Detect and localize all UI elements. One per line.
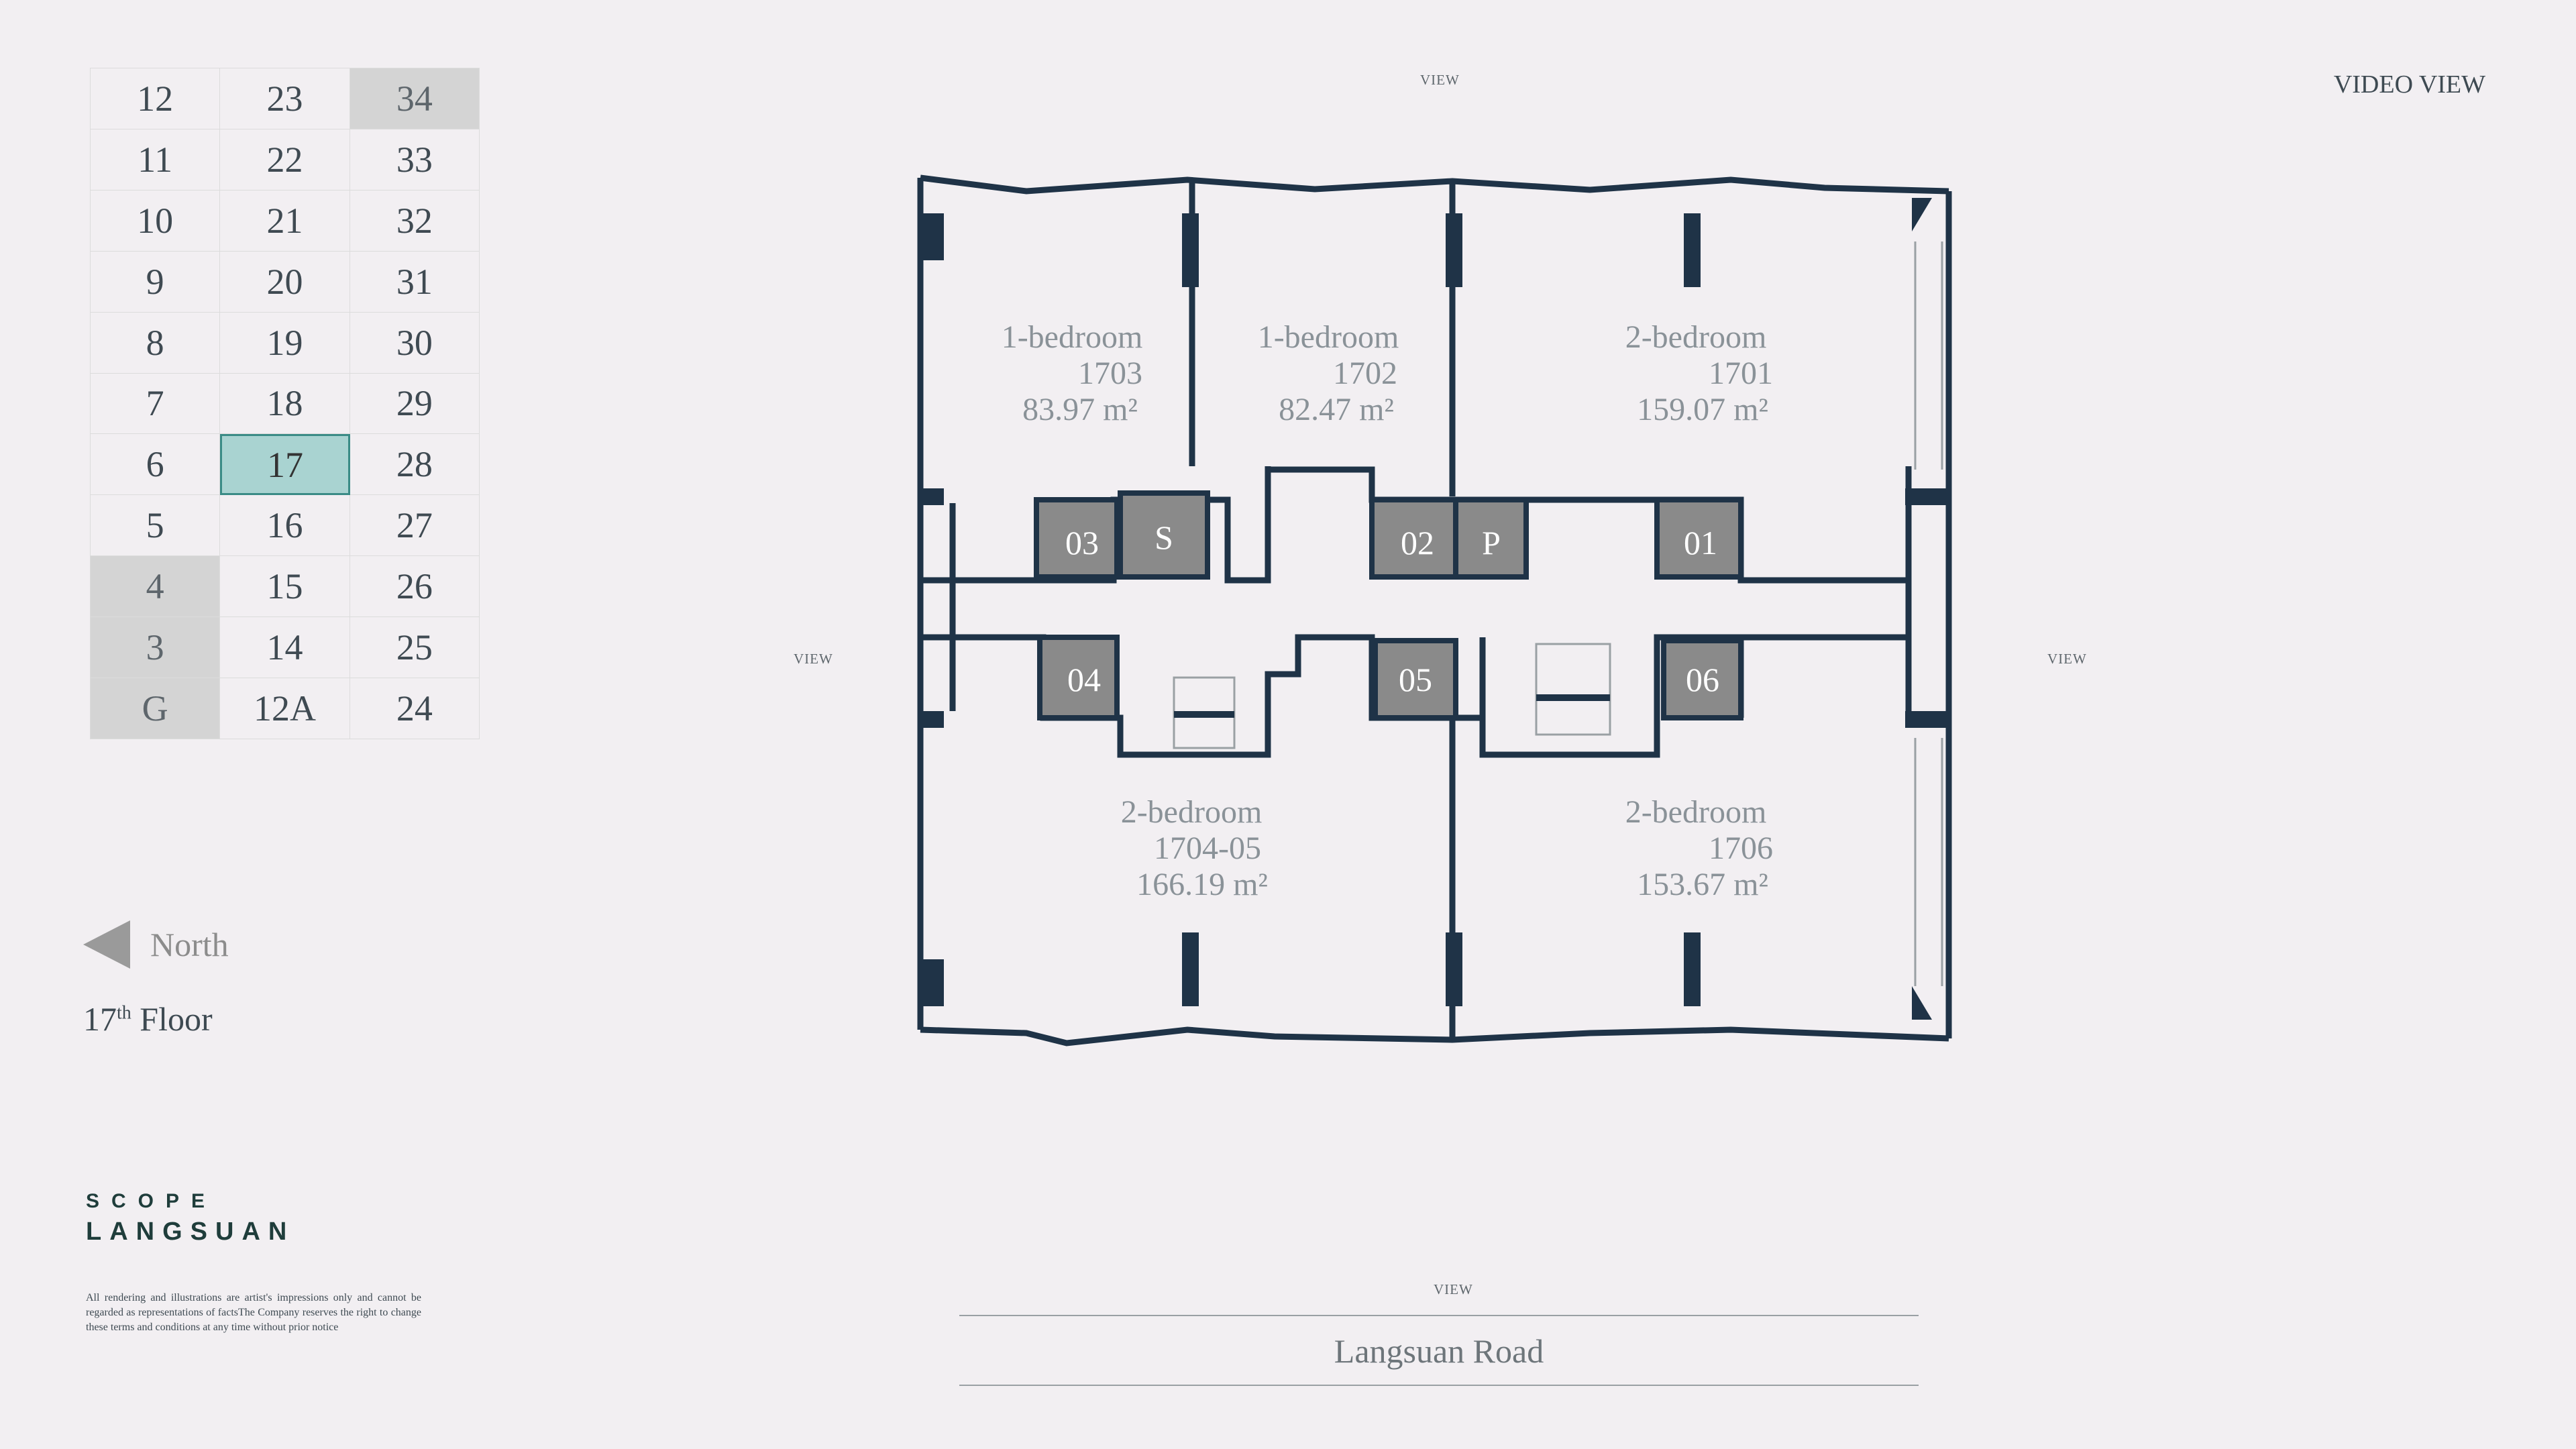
core-label-02: 02 <box>1401 524 1434 561</box>
plan-walls <box>917 174 1952 1046</box>
unit-1701-number: 1701 <box>1709 356 1773 391</box>
view-label-bottom: VIEW <box>1434 1281 1473 1297</box>
floor-cell-4[interactable]: 4 <box>91 556 221 618</box>
core-boxes <box>1034 490 1743 720</box>
unit-1706-number: 1706 <box>1709 830 1773 866</box>
core-label-s: S <box>1155 519 1173 556</box>
floor-cell-12[interactable]: 12 <box>91 68 221 129</box>
floor-cell-17[interactable]: 17 <box>220 434 350 496</box>
floor-cell-19[interactable]: 19 <box>220 312 350 374</box>
core-labels: 03 S 02 P 01 04 05 06 <box>1065 519 1719 698</box>
road-line-bottom <box>959 1385 1919 1386</box>
disclaimer-text: All rendering and illustrations are arti… <box>86 1292 421 1333</box>
floor-cell-20[interactable]: 20 <box>220 251 350 313</box>
floor-cell-16[interactable]: 16 <box>220 495 350 557</box>
floor-cell-3[interactable]: 3 <box>91 617 221 679</box>
floor-cell-11[interactable]: 11 <box>91 129 221 191</box>
compass-label: North <box>150 926 229 963</box>
floor-cell-27[interactable]: 27 <box>350 495 480 557</box>
floor-cell-30[interactable]: 30 <box>350 312 480 374</box>
plan-columns <box>920 198 1949 1020</box>
compass: North <box>83 920 229 969</box>
floor-cell-8[interactable]: 8 <box>91 312 221 374</box>
floor-cell-g[interactable]: G <box>91 678 221 739</box>
balcony-railing <box>1914 241 1943 986</box>
floor-cell-25[interactable]: 25 <box>350 617 480 679</box>
floor-cell-22[interactable]: 22 <box>220 129 350 191</box>
stairs <box>1173 643 1611 749</box>
floor-cell-29[interactable]: 29 <box>350 373 480 435</box>
floor-cell-10[interactable]: 10 <box>91 190 221 252</box>
floor-cell-34[interactable]: 34 <box>350 68 480 129</box>
floor-cell-7[interactable]: 7 <box>91 373 221 435</box>
unit-1702-area: 82.47 m² <box>1279 392 1394 427</box>
unit-1701-type: 2-bedroom <box>1625 319 1767 355</box>
floor-cell-14[interactable]: 14 <box>220 617 350 679</box>
floor-cell-21[interactable]: 21 <box>220 190 350 252</box>
floor-cell-9[interactable]: 9 <box>91 251 221 313</box>
unit-1706-type: 2-bedroom <box>1625 794 1767 830</box>
core-label-01: 01 <box>1684 524 1717 561</box>
floor-cell-6[interactable]: 6 <box>91 434 221 496</box>
unit-1704-05-type: 2-bedroom <box>1121 794 1263 830</box>
floor-label: 17th Floor <box>83 1000 213 1038</box>
core-label-03: 03 <box>1065 524 1099 561</box>
floor-cell-24[interactable]: 24 <box>350 678 480 739</box>
unit-1706-area: 153.67 m² <box>1637 867 1768 902</box>
unit-1704-05-area: 166.19 m² <box>1136 867 1268 902</box>
floor-cell-15[interactable]: 15 <box>220 556 350 618</box>
core-label-04: 04 <box>1067 661 1101 698</box>
unit-1704-05-number: 1704-05 <box>1154 830 1261 866</box>
floor-cell-5[interactable]: 5 <box>91 495 221 557</box>
brand-logo-line1: SCOPE <box>86 1190 217 1212</box>
floor-cell-18[interactable]: 18 <box>220 373 350 435</box>
core-label-05: 05 <box>1399 661 1432 698</box>
view-label-left: VIEW <box>794 651 833 667</box>
floor-cell-33[interactable]: 33 <box>350 129 480 191</box>
unit-1702-number: 1702 <box>1333 356 1397 391</box>
floor-cell-12a[interactable]: 12A <box>220 678 350 739</box>
road-label: Langsuan Road <box>1334 1332 1544 1370</box>
unit-1701-area: 159.07 m² <box>1637 392 1768 427</box>
north-arrow-icon <box>83 920 130 969</box>
road-line-top <box>959 1315 1919 1316</box>
floor-cell-26[interactable]: 26 <box>350 556 480 618</box>
unit-1703-number: 1703 <box>1078 356 1142 391</box>
floor-cell-31[interactable]: 31 <box>350 251 480 313</box>
floor-cell-32[interactable]: 32 <box>350 190 480 252</box>
unit-1703-area: 83.97 m² <box>1022 392 1138 427</box>
unit-1702-type: 1-bedroom <box>1258 319 1399 355</box>
video-view-button[interactable]: VIDEO VIEW <box>2333 70 2485 99</box>
view-label-right: VIEW <box>2047 651 2087 667</box>
unit-1703-type: 1-bedroom <box>1002 319 1143 355</box>
view-label-top: VIEW <box>1420 72 1460 88</box>
brand-logo-line2: LANGSUAN <box>86 1218 295 1246</box>
unit-labels: 1-bedroom 1703 83.97 m² 1-bedroom 1702 8… <box>1002 319 1773 902</box>
floor-cell-28[interactable]: 28 <box>350 434 480 496</box>
core-label-p: P <box>1482 524 1501 561</box>
core-label-06: 06 <box>1686 661 1719 698</box>
floor-cell-23[interactable]: 23 <box>220 68 350 129</box>
